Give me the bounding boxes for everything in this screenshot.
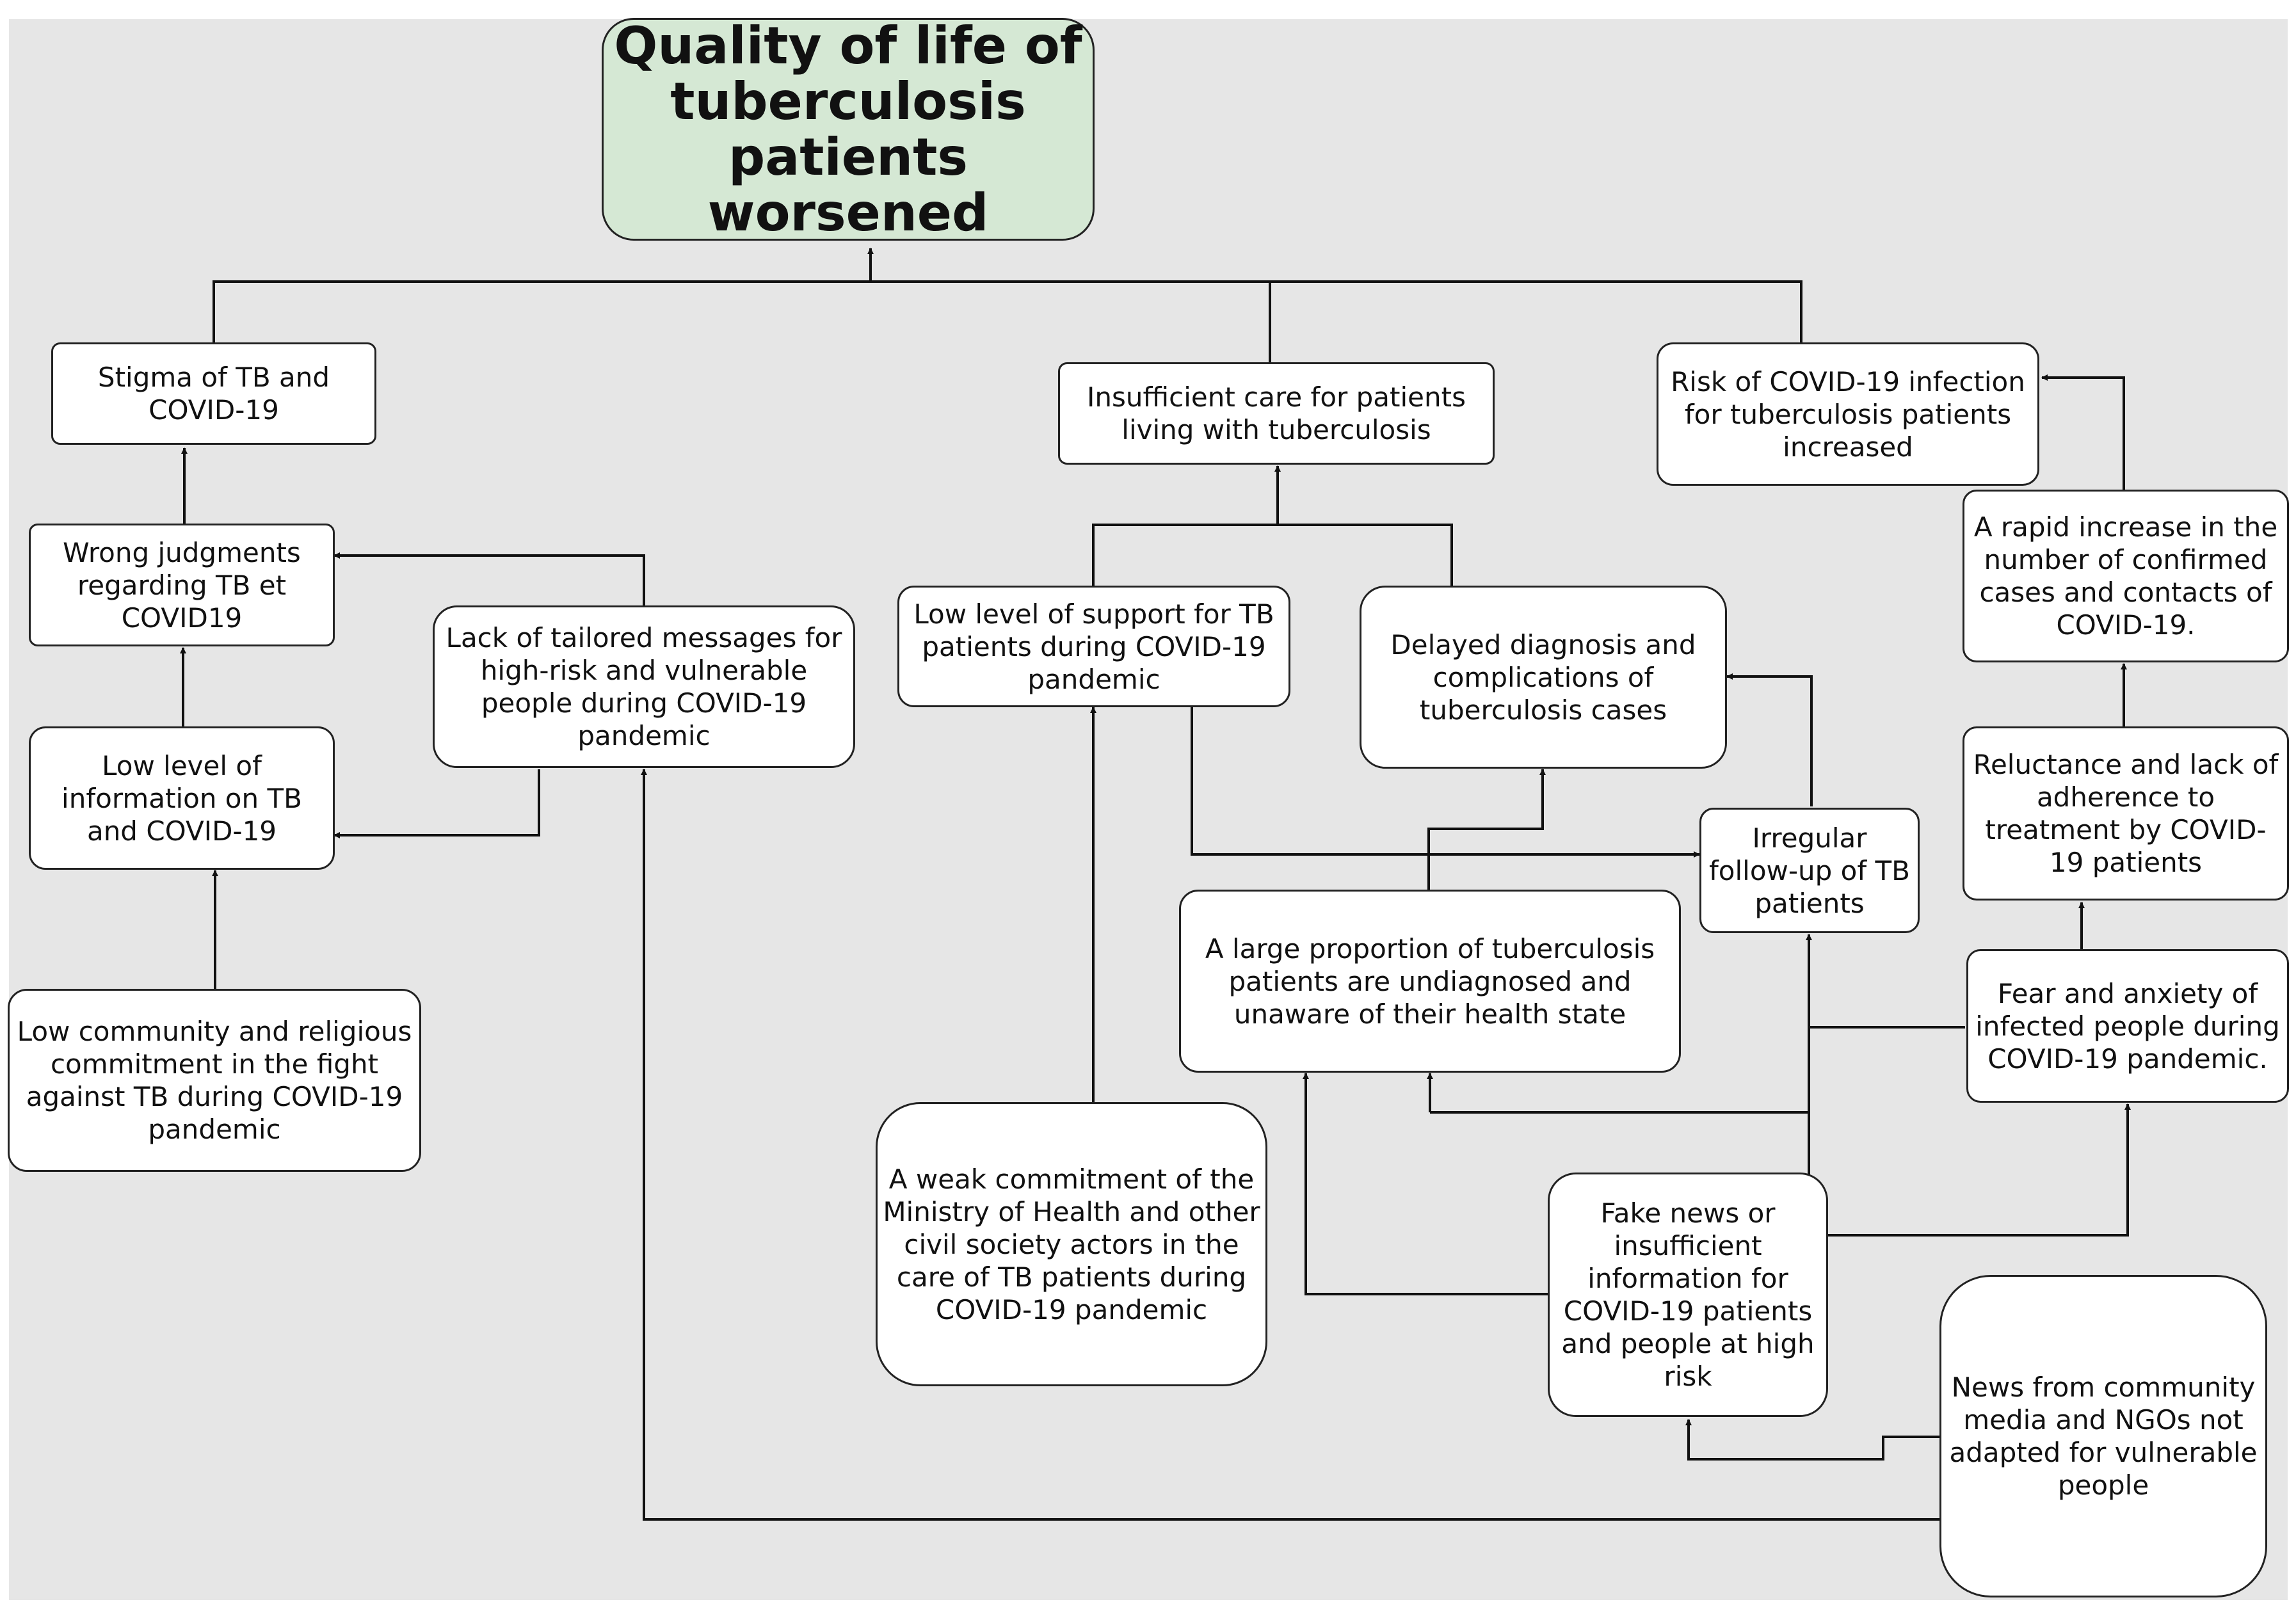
arrow-fake-to-fear — [1828, 1103, 2131, 1237]
community-commitment-node: Low community and religious commitment i… — [8, 989, 421, 1172]
covid-risk-node: Risk of COVID-19 infection for tuberculo… — [1657, 342, 2039, 486]
arrow-news-to-tailored — [641, 769, 1939, 1521]
stigma-node: Stigma of TB and COVID-19 — [51, 342, 376, 445]
arrow-fake-to-undiagnosed — [1303, 1073, 1548, 1295]
low-support-node: Low level of support for TB patients dur… — [897, 586, 1290, 707]
irregular-followup-node: Irregular follow-up of TB patients — [1699, 808, 1920, 933]
fear-anxiety-node: Fear and anxiety of infected people duri… — [1966, 949, 2289, 1103]
news-media-node: News from community media and NGOs not a… — [1939, 1275, 2267, 1597]
arrow-support-to-followup — [1191, 707, 1700, 858]
wrong-judgments-node: Wrong judgments regarding TB et COVID19 — [29, 524, 335, 646]
rapid-increase-node: A rapid increase in the number of confir… — [1963, 490, 2289, 662]
connector-fake-to-undiagnosed-bus — [1430, 1111, 1810, 1174]
ministry-commitment-node: A weak commitment of the Ministry of Hea… — [876, 1102, 1267, 1386]
arrow-undiagnosed-to-delay — [1427, 769, 1546, 890]
arrow-tailored-to-information — [333, 769, 540, 838]
arrow-followup-to-delay — [1726, 673, 1813, 806]
insufficient-care-node: Insufficient care for patients living wi… — [1058, 362, 1495, 465]
tailored-messages-node: Lack of tailored messages for high-risk … — [433, 605, 855, 768]
arrow-tailored-to-judgments — [333, 552, 645, 605]
connector-support-delay-to-care — [1092, 524, 1453, 586]
undiagnosed-node: A large proportion of tuberculosis patie… — [1179, 890, 1681, 1073]
fake-news-node: Fake news or insufficient information fo… — [1548, 1173, 1828, 1417]
low-information-node: Low level of information on TB and COVID… — [29, 726, 335, 870]
arrow-increase-to-risk — [2041, 374, 2125, 490]
problem-title-node: Quality of life of tuberculosis patients… — [602, 18, 1095, 241]
delayed-diagnosis-node: Delayed diagnosis and complications of t… — [1360, 586, 1727, 769]
reluctance-node: Reluctance and lack of adherence to trea… — [1963, 726, 2289, 901]
arrow-news-to-fake — [1685, 1419, 1939, 1461]
connector-stigma-to-title — [213, 280, 1802, 342]
